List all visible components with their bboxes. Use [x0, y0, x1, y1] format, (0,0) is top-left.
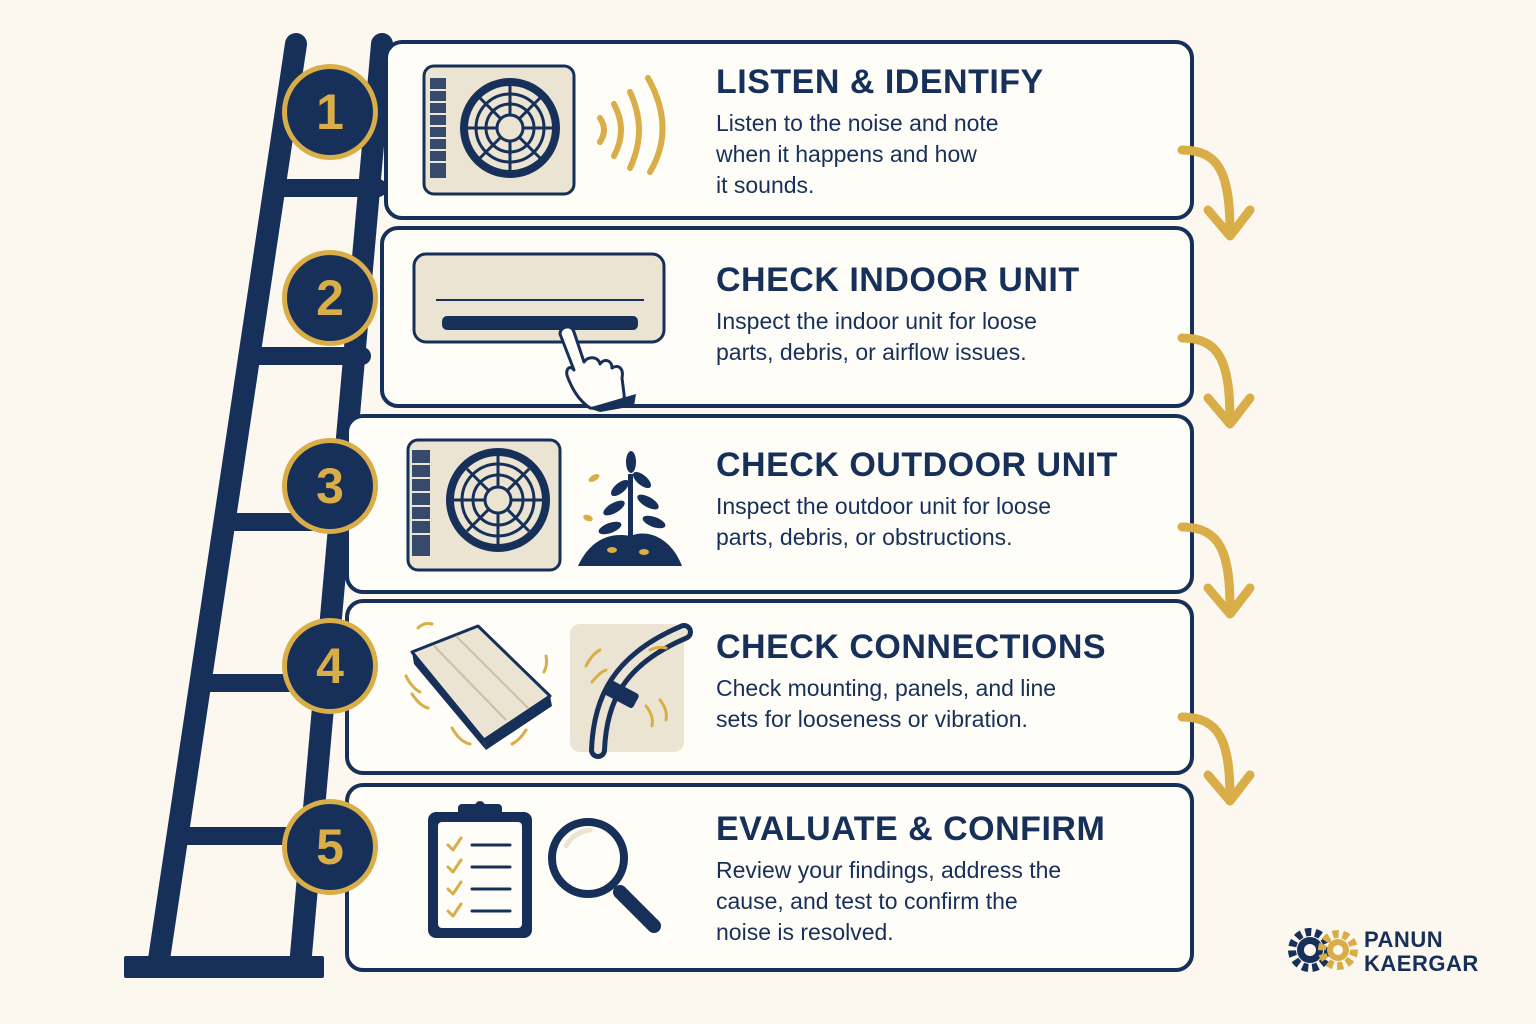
step-description: Check mounting, panels, and line sets fo…: [716, 675, 1057, 732]
brand-logo: PANUN KAERGAR: [1364, 928, 1479, 976]
gear-logo-icon: [1288, 928, 1358, 972]
line-set-icon: [570, 623, 693, 759]
curved-arrows: [1177, 145, 1255, 806]
step-number-badge: 2: [282, 250, 378, 346]
step-text-5: EVALUATE & CONFIRM Review your findings,…: [716, 810, 1166, 948]
loose-panel-icon: [404, 622, 552, 750]
step-text-2: CHECK INDOOR UNIT Inspect the indoor uni…: [716, 261, 1166, 368]
brand-name-line-2: KAERGAR: [1364, 951, 1479, 976]
curved-arrow-icon: [1177, 333, 1255, 429]
step-description: Review your findings, address the cause,…: [716, 857, 1062, 945]
step-number-badge: 3: [282, 438, 378, 534]
step-number-badge: 1: [282, 64, 378, 160]
curved-arrow-icon: [1177, 522, 1255, 619]
step-description: Inspect the indoor unit for loose parts,…: [716, 308, 1037, 365]
curved-arrow-icon: [1177, 145, 1255, 241]
plant-debris-icon: [578, 451, 682, 566]
step-number-badge: 5: [282, 799, 378, 895]
clipboard-checklist-icon: [428, 801, 532, 938]
step-card: [384, 40, 1194, 220]
curved-arrow-icon: [1177, 712, 1255, 806]
step-title: CHECK INDOOR UNIT: [716, 261, 1080, 299]
step-text-4: CHECK CONNECTIONS Check mounting, panels…: [716, 628, 1166, 735]
step-title: LISTEN & IDENTIFY: [716, 63, 1044, 101]
step-title: EVALUATE & CONFIRM: [716, 810, 1106, 848]
indoor-ac-unit-icon: [412, 252, 666, 344]
step-description: Inspect the outdoor unit for loose parts…: [716, 493, 1051, 550]
brand-name-line-1: PANUN: [1364, 927, 1444, 952]
step-text-1: LISTEN & IDENTIFY Listen to the noise an…: [716, 63, 1166, 201]
step-title: CHECK OUTDOOR UNIT: [716, 446, 1118, 484]
outdoor-ac-unit-icon: [422, 64, 576, 196]
step-text-3: CHECK OUTDOOR UNIT Inspect the outdoor u…: [716, 446, 1166, 553]
step-number-badge: 4: [282, 618, 378, 714]
outdoor-ac-unit-icon: [406, 438, 562, 572]
pointing-hand-icon: [558, 325, 636, 412]
step-description: Listen to the noise and note when it hap…: [716, 110, 999, 198]
step-title: CHECK CONNECTIONS: [716, 628, 1107, 666]
magnifying-glass-icon: [548, 818, 661, 933]
sound-waves-icon: [597, 75, 666, 175]
